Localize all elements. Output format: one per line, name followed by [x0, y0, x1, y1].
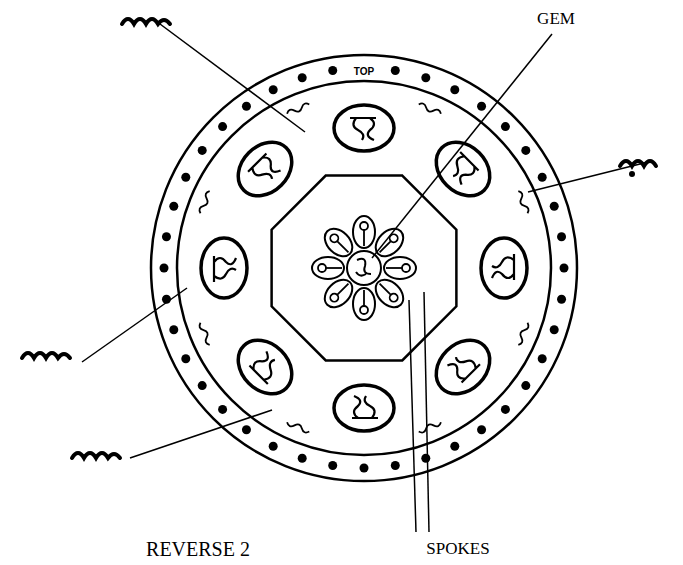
squiggle-symbol [22, 353, 70, 358]
rim-dot [501, 122, 510, 131]
rim-dot [269, 442, 278, 451]
wave-mark [418, 420, 442, 434]
leader-line [160, 24, 305, 132]
rim-dot [560, 264, 569, 273]
wave-mark [516, 322, 530, 346]
rim-dot [557, 295, 566, 304]
rim-dot [550, 325, 559, 334]
rim-dot [242, 102, 251, 111]
script-oval [426, 330, 501, 405]
rim-dot [521, 146, 530, 155]
rim-dot [198, 381, 207, 390]
rim-dot [477, 102, 486, 111]
outer-rim [151, 55, 577, 481]
rim-dot [477, 425, 486, 434]
squiggle-symbol [620, 161, 656, 177]
script-oval [228, 330, 303, 405]
inner-rim [177, 81, 551, 455]
rim-dot [169, 202, 178, 211]
rim-dot [328, 66, 337, 75]
rim-dot [242, 425, 251, 434]
rim-dot [160, 264, 169, 273]
wave-mark [286, 102, 310, 116]
wave-mark [198, 322, 212, 346]
wave-mark [516, 190, 530, 214]
rim-dot [269, 85, 278, 94]
rim-dot [298, 454, 307, 463]
part-label: SPOKES [424, 540, 491, 559]
leader-line [424, 292, 429, 532]
lotus-petal [353, 216, 375, 248]
rim-dot [198, 146, 207, 155]
rim-dot [538, 173, 547, 182]
rim-dot [450, 442, 459, 451]
leader-line [130, 410, 272, 458]
rim-dot [557, 232, 566, 241]
rim-dot [360, 464, 369, 473]
rim-dot [521, 381, 530, 390]
wave-mark [286, 420, 310, 434]
leader-line [372, 34, 552, 258]
gem-swirl [356, 259, 371, 276]
script-oval [426, 132, 501, 207]
leader-line [409, 300, 416, 532]
lotus-petal [353, 288, 375, 320]
squiggle-symbol [122, 19, 170, 24]
rim-dot [181, 173, 190, 182]
rim-dot [391, 66, 400, 75]
squiggle-symbol [72, 453, 120, 458]
script-oval [334, 385, 394, 431]
rim-dot [450, 85, 459, 94]
rim-dot [538, 354, 547, 363]
rim-dot [162, 232, 171, 241]
part-label: TOP [352, 66, 376, 77]
rim-dot [501, 405, 510, 414]
wave-mark [198, 190, 212, 214]
script-oval [481, 238, 527, 298]
part-label: REVERSE 2 [144, 538, 252, 560]
coin [151, 55, 577, 481]
script-oval [201, 238, 247, 298]
leader-line [82, 288, 187, 362]
gem-circle [347, 251, 381, 285]
part-label: GEM [535, 10, 577, 29]
rim-dot [328, 461, 337, 470]
lotus-petal [312, 257, 344, 279]
script-oval [334, 105, 394, 151]
rim-dot [169, 325, 178, 334]
inner-octagon [272, 176, 457, 361]
rim-dot [421, 454, 430, 463]
rim-dot [218, 405, 227, 414]
script-oval [228, 132, 303, 207]
wave-mark [418, 102, 442, 116]
rim-dot [550, 202, 559, 211]
rim-dot [298, 73, 307, 82]
rim-dot [421, 73, 430, 82]
lotus-petal [384, 257, 416, 279]
rim-dot [218, 122, 227, 131]
rim-dot [181, 354, 190, 363]
rim-dot [391, 461, 400, 470]
